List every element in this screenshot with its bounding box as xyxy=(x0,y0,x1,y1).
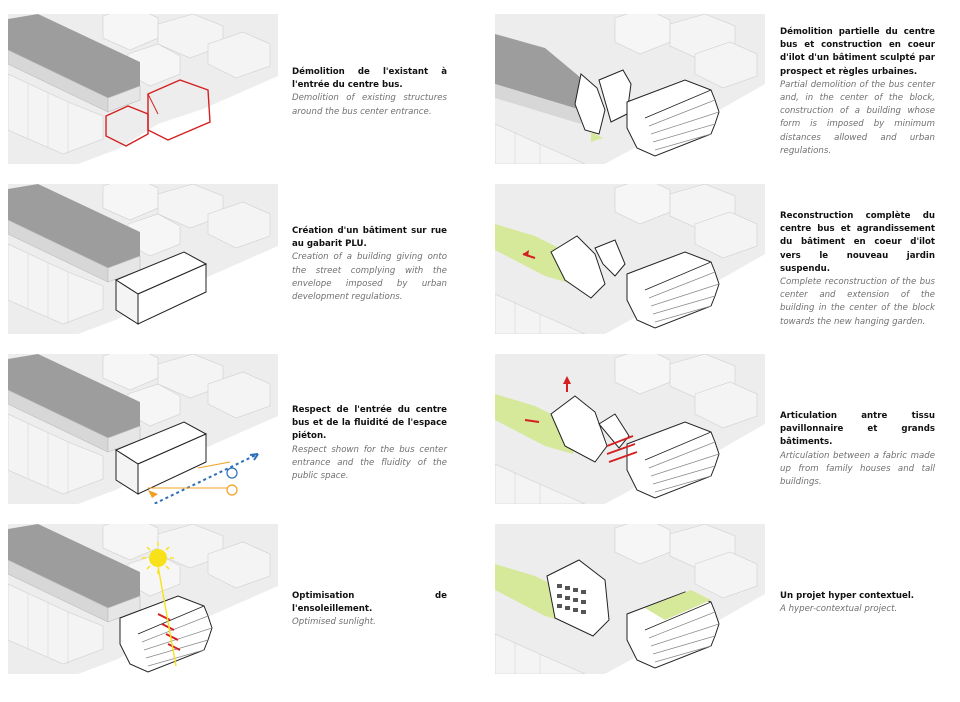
caption-step-3: Respect de l'entrée du centre bus et de … xyxy=(292,404,447,483)
diagram-step-6 xyxy=(495,184,765,334)
caption-step-4: Optimisation de l'ensoleillement. Optimi… xyxy=(292,590,447,630)
caption-fr: Démolition de l'existant à l'entrée du c… xyxy=(292,67,447,91)
caption-step-1: Démolition de l'existant à l'entrée du c… xyxy=(292,66,447,119)
caption-en: Respect shown for the bus center entranc… xyxy=(292,444,447,482)
caption-fr: Un projet hyper contextuel. xyxy=(780,591,915,601)
caption-fr: Reconstruction complète du centre bus et… xyxy=(780,211,935,274)
caption-en: Partial demolition of the bus center and… xyxy=(780,79,935,156)
diagram-step-4 xyxy=(8,524,278,674)
caption-en: Complete reconstruction of the bus cente… xyxy=(780,277,935,327)
diagram-step-5 xyxy=(495,14,765,164)
caption-step-5: Démolition partielle du centre bus et co… xyxy=(780,26,935,158)
diagram-step-1 xyxy=(8,14,278,164)
caption-fr: Respect de l'entrée du centre bus et de … xyxy=(292,405,447,442)
caption-en: Optimised sunlight. xyxy=(292,617,376,628)
caption-step-7: Articulation antre tissu pavillonnaire e… xyxy=(780,410,935,489)
caption-en: Articulation between a fabric made up fr… xyxy=(780,450,935,488)
caption-fr: Optimisation de l'ensoleillement. xyxy=(292,591,447,615)
caption-en: A hyper-contextual project. xyxy=(780,604,898,615)
caption-fr: Création d'un bâtiment sur rue au gabari… xyxy=(292,226,447,250)
caption-en: Demolition of existing structures around… xyxy=(292,93,447,117)
caption-fr: Démolition partielle du centre bus et co… xyxy=(780,27,935,77)
diagram-step-2 xyxy=(8,184,278,334)
caption-fr: Articulation antre tissu pavillonnaire e… xyxy=(780,411,935,448)
diagram-step-7 xyxy=(495,354,765,504)
diagram-step-8 xyxy=(495,524,765,674)
caption-step-6: Reconstruction complète du centre bus et… xyxy=(780,210,935,329)
caption-en: Creation of a building giving onto the s… xyxy=(292,252,447,303)
diagram-step-3 xyxy=(8,354,278,504)
caption-step-2: Création d'un bâtiment sur rue au gabari… xyxy=(292,225,447,304)
caption-step-8: Un projet hyper contextuel. A hyper-cont… xyxy=(780,590,935,616)
